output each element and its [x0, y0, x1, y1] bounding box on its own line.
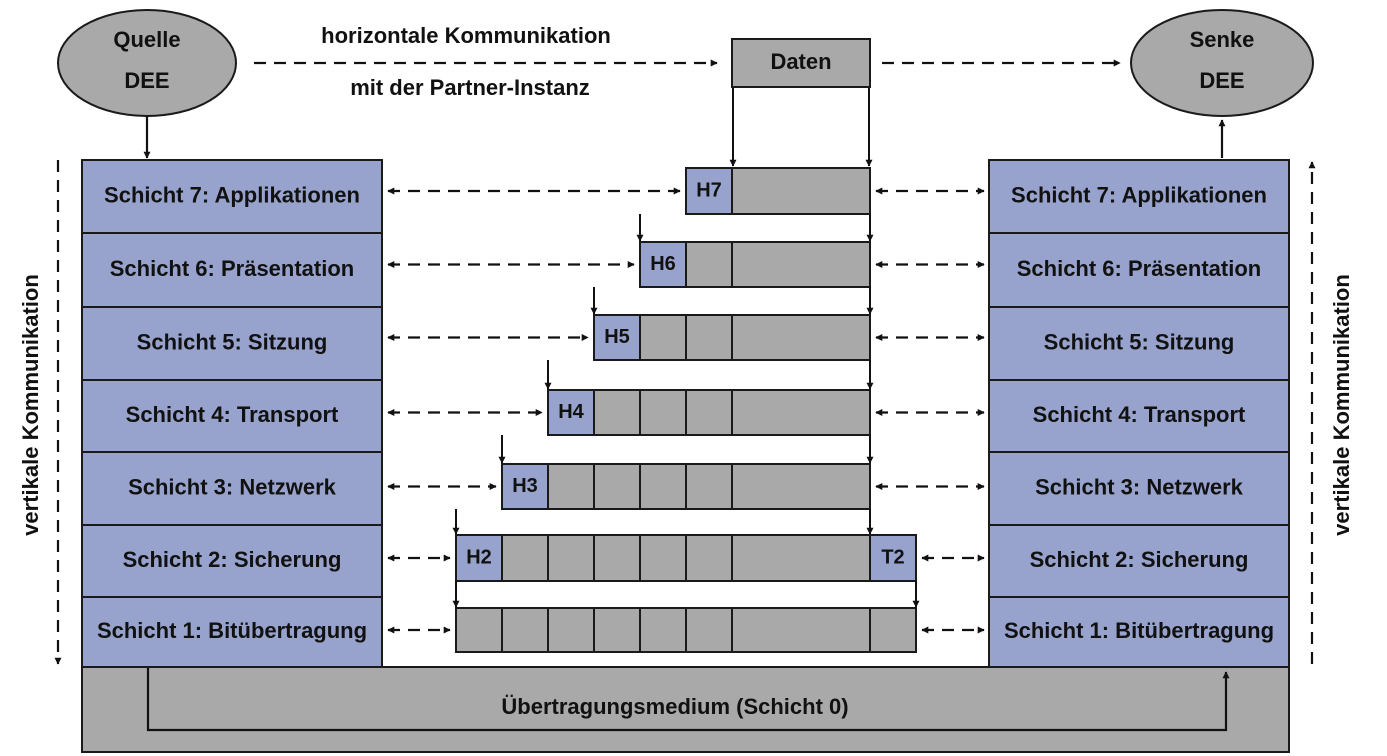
payload-cell: [547, 534, 595, 582]
payload-cell: [593, 534, 641, 582]
payload-cell: [639, 534, 687, 582]
header-label: H7: [696, 179, 722, 201]
payload-cell: [685, 241, 733, 288]
header-label: H2: [466, 546, 492, 568]
header-cell: [547, 389, 595, 436]
right-layer-label: Schicht 4: Transport: [1033, 402, 1246, 427]
header-cell: [455, 534, 503, 582]
right-layer-label: Schicht 2: Sicherung: [1030, 547, 1249, 572]
payload-cell: [639, 314, 687, 361]
sink-label-1: Senke: [1190, 27, 1255, 52]
header-label: H5: [604, 326, 630, 348]
header-label: H3: [512, 475, 538, 497]
payload-cell: [685, 389, 733, 436]
right-layer-3: [988, 451, 1290, 526]
right-layer-label: Schicht 1: Bitübertragung: [1004, 618, 1274, 643]
header-cell: [501, 463, 549, 510]
right-layer-label: Schicht 6: Präsentation: [1017, 256, 1262, 281]
horizontal-label-1: horizontale Kommunikation: [321, 23, 611, 48]
right-layer-label: Schicht 5: Sitzung: [1044, 329, 1235, 354]
header-cell: [685, 167, 733, 215]
left-layer-2: [81, 524, 383, 598]
source-label-1: Quelle: [113, 27, 180, 52]
left-layer-4: [81, 379, 383, 453]
horizontal-arrows: [387, 187, 985, 634]
source-label-2: DEE: [124, 68, 169, 93]
right-layer-label: Schicht 3: Netzwerk: [1035, 474, 1244, 499]
data-cell: [731, 607, 871, 653]
data-cell: [731, 167, 871, 215]
right-layer-2: [988, 524, 1290, 598]
left-layer-label: Schicht 7: Applikationen: [104, 182, 360, 207]
data-label: Daten: [770, 49, 831, 74]
right-layer-7: [988, 159, 1290, 234]
trailer-label: T2: [881, 546, 904, 568]
vertical-label-left: vertikale Kommunikation: [18, 274, 43, 536]
sink-label-2: DEE: [1199, 68, 1244, 93]
vertical-connectors: [452, 88, 920, 608]
sink-ellipse: [1130, 9, 1314, 117]
medium-label: Übertragungsmedium (Schicht 0): [501, 694, 848, 719]
right-layer-5: [988, 306, 1290, 381]
data-cell: [731, 389, 871, 436]
bit-cell: [455, 607, 503, 653]
payload-cell: [685, 314, 733, 361]
bit-cell: [593, 607, 641, 653]
left-layer-label: Schicht 6: Präsentation: [110, 256, 355, 281]
data-cell: [731, 463, 871, 510]
bit-cell: [639, 607, 687, 653]
data-cell: [731, 241, 871, 288]
left-layer-label: Schicht 3: Netzwerk: [128, 474, 337, 499]
vertical-label-right: vertikale Kommunikation: [1329, 274, 1354, 536]
payload-cell: [639, 463, 687, 510]
payload-cell: [593, 463, 641, 510]
left-layer-label: Schicht 2: Sicherung: [123, 547, 342, 572]
horizontal-label-2: mit der Partner-Instanz: [350, 75, 590, 100]
left-layer-label: Schicht 5: Sitzung: [137, 329, 328, 354]
left-layer-3: [81, 451, 383, 526]
payload-cell: [593, 389, 641, 436]
medium-box: [81, 666, 1290, 753]
payload-cell: [547, 463, 595, 510]
bit-cell: [501, 607, 549, 653]
right-layer-6: [988, 232, 1290, 308]
right-layer-4: [988, 379, 1290, 453]
medium-path: [146, 667, 1230, 732]
header-label: H4: [558, 401, 584, 423]
bit-cell: [869, 607, 917, 653]
right-layer-label: Schicht 7: Applikationen: [1011, 182, 1267, 207]
data-cell: [731, 534, 871, 582]
left-layer-label: Schicht 1: Bitübertragung: [97, 618, 367, 643]
payload-cell: [501, 534, 549, 582]
left-layer-5: [81, 306, 383, 381]
data-box: [731, 38, 871, 88]
left-layer-7: [81, 159, 383, 234]
payload-cell: [685, 534, 733, 582]
header-label: H6: [650, 253, 676, 275]
header-cell: [593, 314, 641, 361]
left-layer-1: [81, 596, 383, 668]
left-layer-label: Schicht 4: Transport: [126, 402, 339, 427]
payload-cell: [639, 389, 687, 436]
payload-cell: [685, 463, 733, 510]
trailer-cell: [869, 534, 917, 582]
right-layer-1: [988, 596, 1290, 668]
data-cell: [731, 314, 871, 361]
bit-cell: [685, 607, 733, 653]
header-cell: [639, 241, 687, 288]
bit-cell: [547, 607, 595, 653]
